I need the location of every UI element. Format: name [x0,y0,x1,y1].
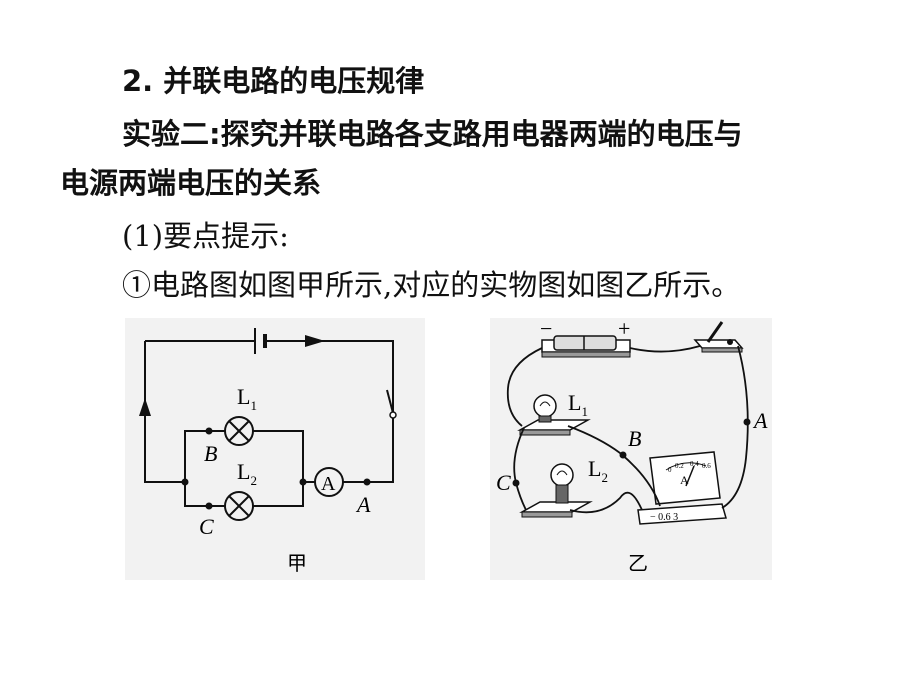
jia-point-b: B [204,441,217,466]
yi-lamp1-label: L1 [568,390,588,419]
jia-point-a: A [355,492,371,517]
ammeter [637,451,727,525]
yi-point-a: A [752,408,768,433]
point-1-text: ①电路图如图甲所示,对应的实物图如图乙所示。 [122,268,741,302]
switch [693,321,744,353]
jia-lamp1-label: L1 [237,384,257,413]
meter-scale-3: 0.6 [702,462,711,470]
wiring-diagram-yi: − + 0 0.2 0.4 0.6 A − 0.6 3 [490,318,772,580]
meter-letter: A [680,473,689,487]
yi-point-c: C [496,470,511,495]
key-points-label: (1)要点提示: [122,219,289,253]
meter-scale-2: 0.4 [690,460,699,468]
battery [541,335,631,358]
meter-scale-0: 0 [668,466,672,474]
battery-minus-sign: − [540,318,552,341]
section-heading: 2. 并联电路的电压规律 [122,64,425,98]
circuit-diagram-jia: L1 L2 A B C A 甲 [125,318,425,580]
jia-caption: 甲 [287,553,307,575]
yi-caption: 乙 [628,553,648,575]
jia-lamp2-label: L2 [237,459,257,488]
yi-lamp2-label: L2 [588,456,608,485]
experiment-title-line1: 实验二:探究并联电路各支路用电器两端的电压与 [122,117,743,151]
yi-point-b: B [628,426,641,451]
lamp-2-board [519,463,593,518]
jia-point-c: C [199,514,214,539]
jia-ammeter-label: A [321,473,336,495]
battery-plus-sign: + [618,318,630,341]
meter-scale-1: 0.2 [675,462,684,470]
experiment-title-line2: 电源两端电压的关系 [60,166,322,200]
lamp-1-board [517,394,591,436]
meter-terminals: − 0.6 3 [650,512,678,523]
